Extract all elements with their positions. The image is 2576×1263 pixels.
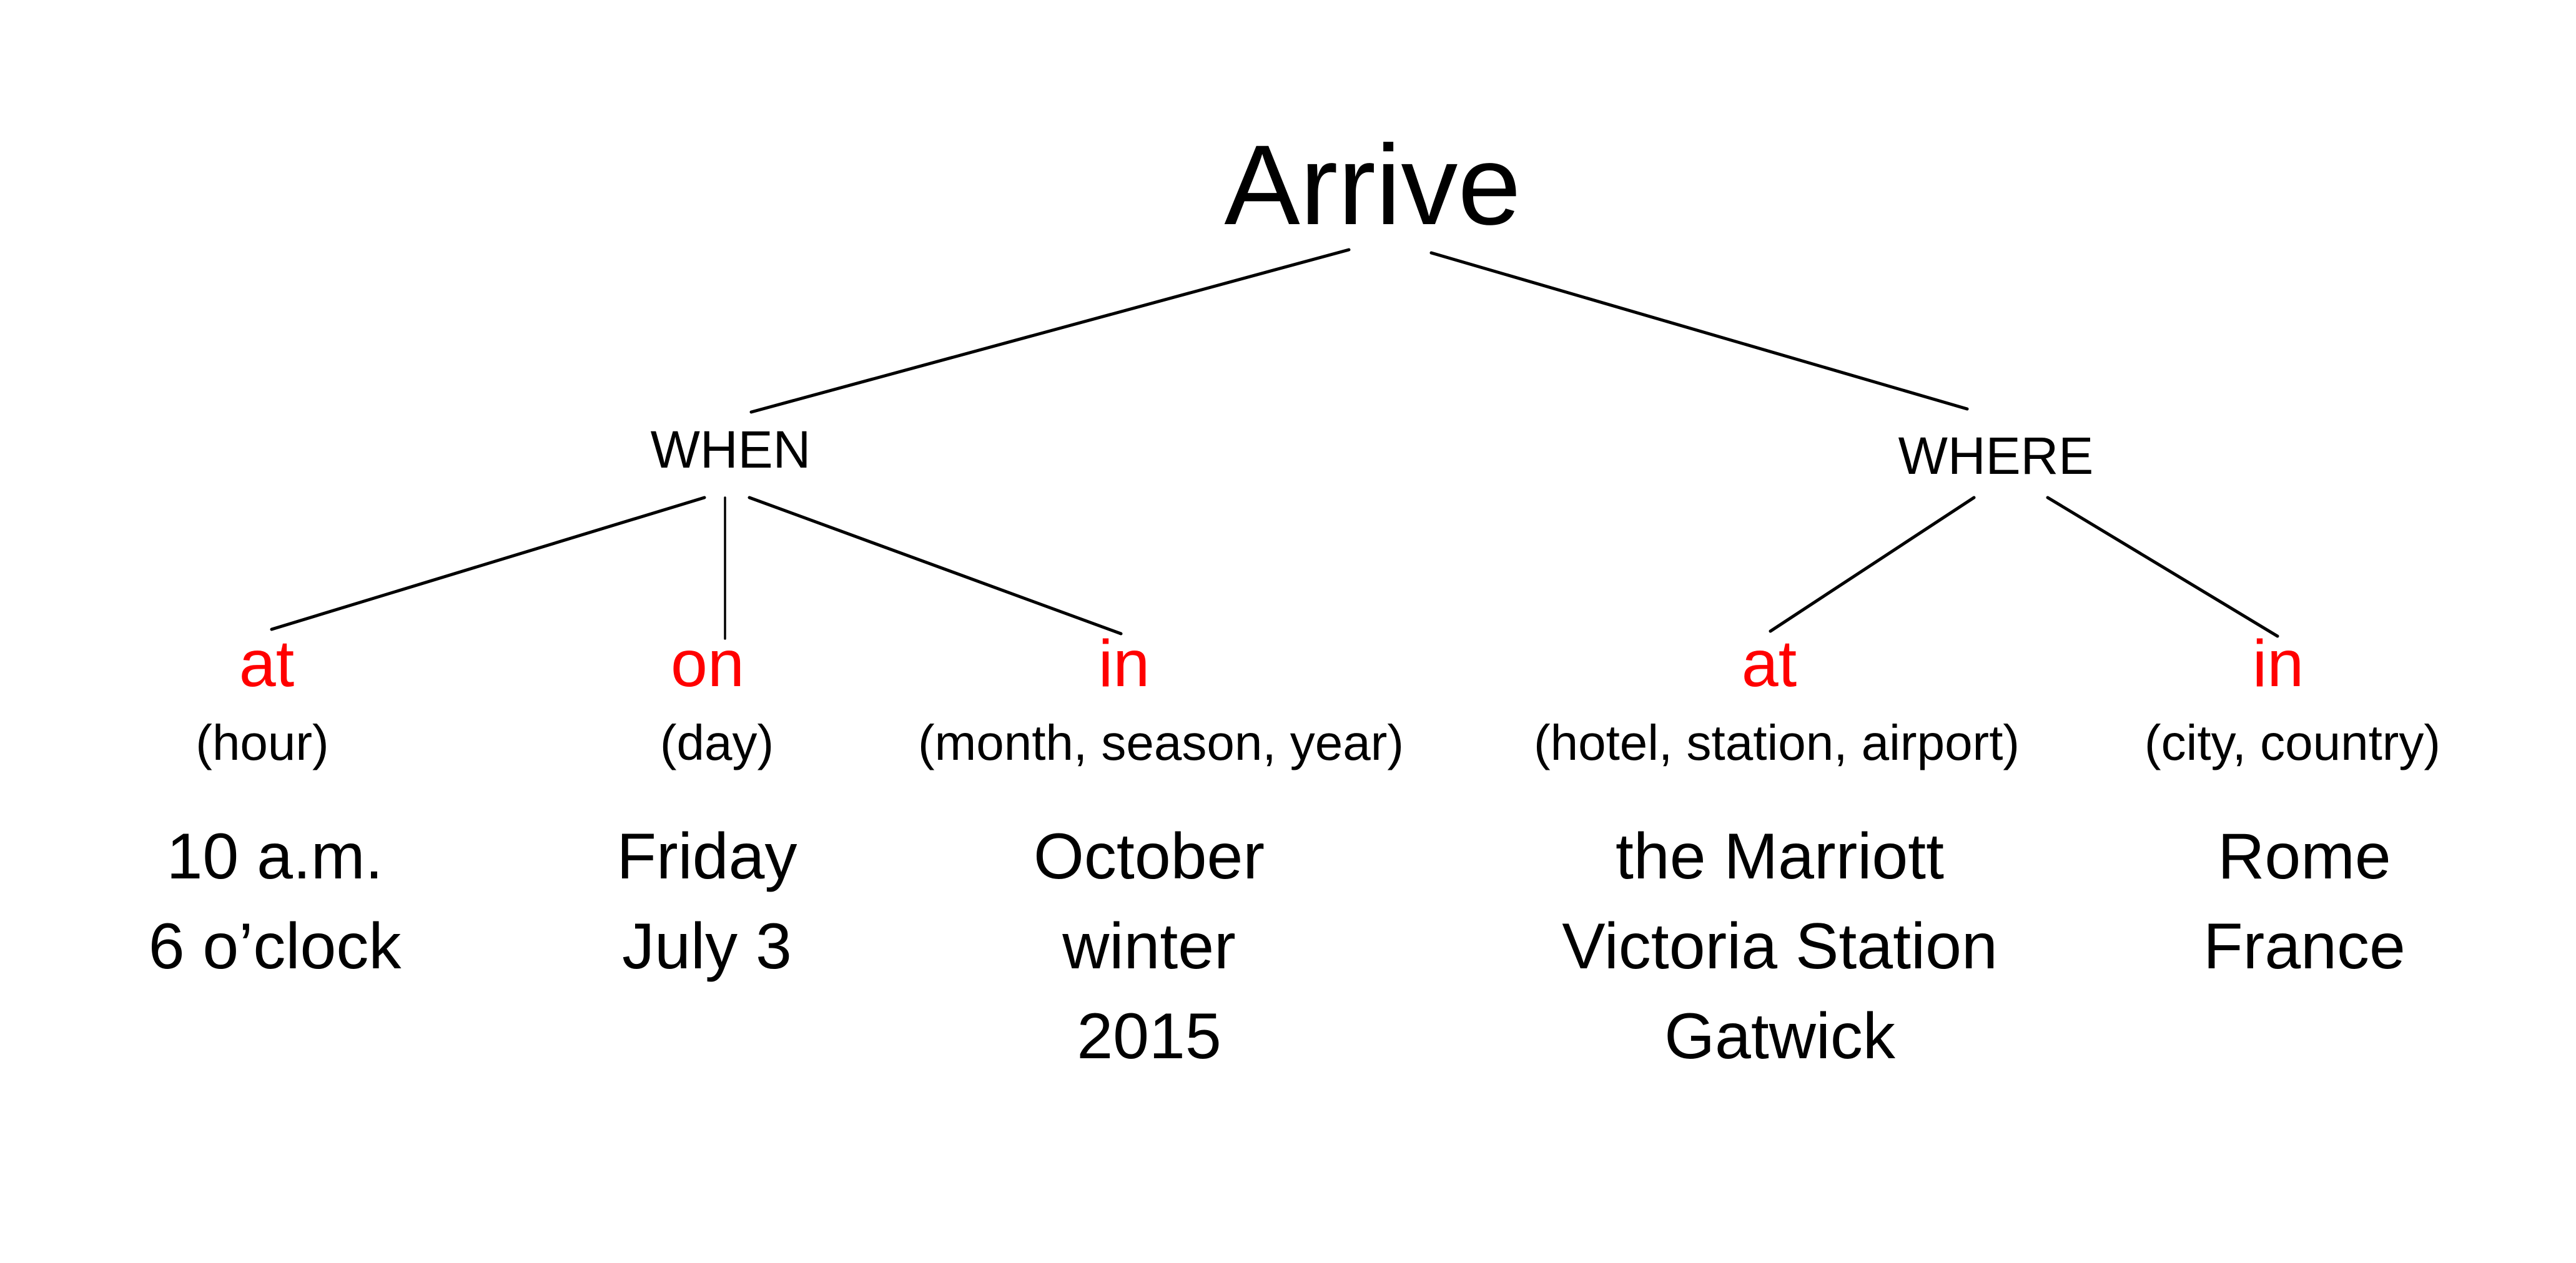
example-item: France xyxy=(2203,910,2406,983)
preposition-in-place: in xyxy=(2252,627,2304,700)
examples-on-time: Friday July 3 xyxy=(617,812,797,991)
hint-hotel-station-airport: (hotel, station, airport) xyxy=(1533,715,2020,770)
example-item: 10 a.m. xyxy=(166,820,383,893)
edge-where-at xyxy=(1769,496,1976,633)
examples-at-place: the Marriott Victoria Station Gatwick xyxy=(1562,812,1998,1081)
example-item: October xyxy=(1034,820,1265,893)
branch-node-where: WHERE xyxy=(1898,426,2094,485)
example-item: the Marriott xyxy=(1616,820,1944,893)
root-node-arrive: Arrive xyxy=(1224,121,1521,248)
example-item: Rome xyxy=(2218,820,2391,893)
examples-at-time: 10 a.m. 6 o’clock xyxy=(149,812,402,991)
example-item: 6 o’clock xyxy=(148,910,402,983)
hint-month-season-year: (month, season, year) xyxy=(917,715,1404,770)
example-item: 2015 xyxy=(1077,1000,1221,1073)
examples-in-place: Rome France xyxy=(2203,812,2406,991)
edge-where-in xyxy=(2046,496,2279,638)
edge-arrive-where xyxy=(1429,251,1969,411)
example-item: Gatwick xyxy=(1664,1000,1895,1073)
branch-node-when: WHEN xyxy=(650,420,811,479)
preposition-at-place: at xyxy=(1741,627,1797,700)
edge-when-in xyxy=(748,496,1123,636)
example-item: Victoria Station xyxy=(1562,910,1998,983)
edge-arrive-when xyxy=(749,248,1351,414)
hint-day: (day) xyxy=(659,715,774,770)
examples-in-time: October winter 2015 xyxy=(1034,812,1265,1081)
edge-when-at xyxy=(270,496,706,631)
preposition-on-time: on xyxy=(671,627,744,700)
example-item: July 3 xyxy=(622,910,792,983)
hint-hour: (hour) xyxy=(195,715,329,770)
hint-city-country: (city, country) xyxy=(2144,715,2441,770)
example-item: Friday xyxy=(616,820,797,893)
example-item: winter xyxy=(1062,910,1236,983)
preposition-in-time: in xyxy=(1098,627,1150,700)
preposition-at-time: at xyxy=(239,627,295,700)
